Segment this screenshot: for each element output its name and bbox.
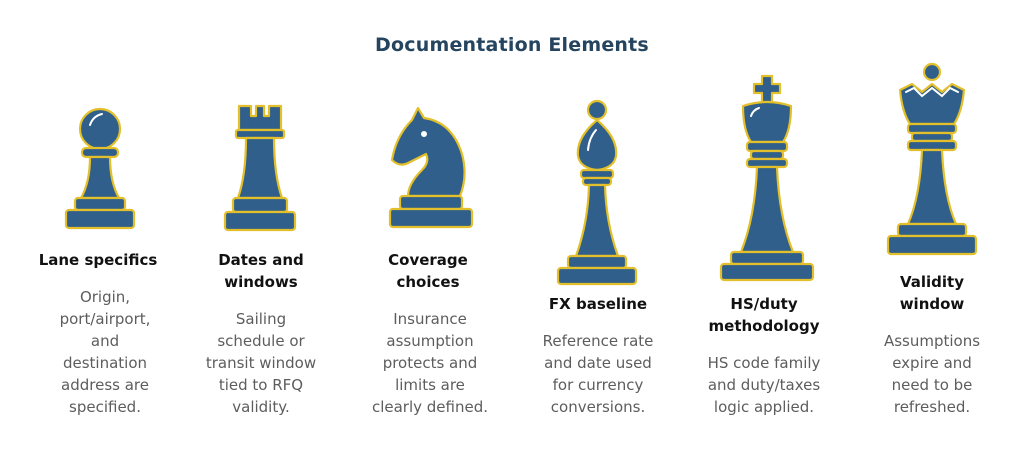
description-validity-window: Assumptions expire and need to be refres… — [883, 332, 981, 416]
description-coverage-choices: Insurance assumption protects and limits… — [371, 310, 489, 416]
description-lane-specifics: Origin, port/airport, and destination ad… — [59, 288, 151, 416]
description-fx-baseline: Reference rate and date used for currenc… — [542, 332, 654, 416]
king-icon — [717, 72, 817, 284]
heading-lane-specifics: Lane specifics — [38, 251, 158, 269]
bishop-icon — [552, 98, 642, 288]
page-title: Documentation Elements — [375, 34, 649, 56]
description-dates-and-windows: Sailing schedule or transit window tied … — [205, 310, 317, 416]
heading-fx-baseline: FX baseline — [548, 295, 648, 313]
description-hs-duty-methodology: HS code family and duty/taxes logic appl… — [707, 354, 821, 416]
heading-coverage-choices: Coverage choices — [388, 251, 468, 291]
heading-validity-window: Validity window — [899, 273, 965, 313]
heading-hs-duty-methodology: HS/duty methodology — [708, 295, 820, 335]
rook-icon — [215, 100, 305, 240]
pawn-icon — [55, 102, 145, 237]
heading-dates-and-windows: Dates and windows — [218, 251, 304, 291]
knight-icon — [370, 98, 480, 238]
queen-icon — [884, 62, 980, 262]
